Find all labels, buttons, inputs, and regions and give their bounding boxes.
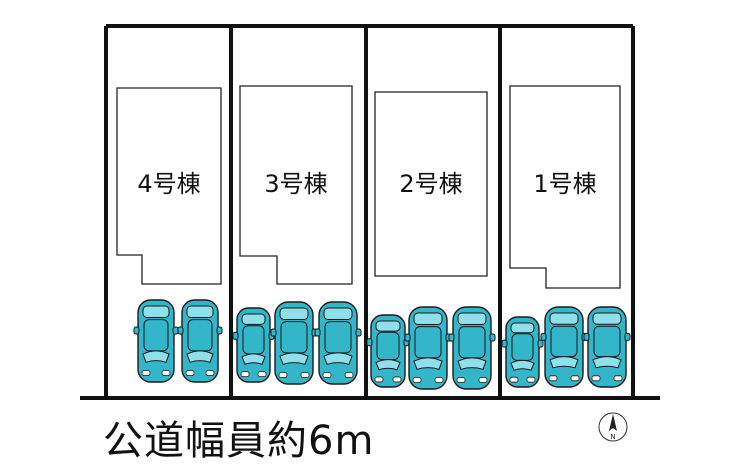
car-roof	[187, 319, 213, 352]
car-headlight-left	[374, 376, 384, 383]
building-label: 4号棟	[137, 170, 200, 198]
car-headlight-left	[185, 370, 195, 376]
building-label: 2号棟	[399, 170, 462, 198]
car-mirror-right	[172, 326, 179, 335]
car-mirror-left	[404, 333, 411, 342]
car-windshield	[549, 356, 579, 369]
car-windshield	[457, 357, 487, 370]
car-rear-window	[510, 322, 535, 334]
car-headlight-right	[434, 377, 444, 383]
car-headlight-right	[526, 376, 536, 383]
parked-car	[270, 301, 318, 385]
car-mirror-left	[448, 333, 455, 342]
car-headlight-right	[392, 376, 402, 383]
car-mirror-left	[232, 331, 239, 340]
building-label: 3号棟	[264, 170, 327, 198]
car-roof	[376, 331, 400, 361]
parked-car	[540, 306, 588, 388]
car-rear-window	[186, 305, 214, 318]
building-footprint-3	[239, 85, 353, 285]
car-roof	[593, 325, 621, 358]
car-roof	[458, 326, 486, 359]
car-rear-window	[549, 312, 579, 325]
parked-car	[448, 306, 496, 390]
car-windshield	[375, 359, 401, 371]
car-mirror-left	[501, 339, 508, 348]
car-windshield	[413, 357, 443, 370]
car-headlight-left	[509, 376, 519, 383]
parked-car	[177, 299, 223, 383]
car-mirror-right	[355, 328, 362, 337]
car-headlight-left	[591, 375, 601, 382]
car-rear-window	[375, 320, 401, 332]
parked-car	[314, 301, 362, 385]
car-headlight-left	[278, 372, 288, 378]
car-roof	[143, 319, 169, 352]
car-headlight-right	[161, 370, 171, 376]
car-headlight-right	[205, 370, 215, 376]
compass-north-label: N	[610, 433, 615, 441]
parked-car	[366, 314, 410, 388]
car-rear-window	[241, 313, 266, 325]
car-roof	[414, 326, 442, 359]
car-windshield	[186, 350, 214, 363]
car-windshield	[279, 352, 309, 365]
lot-frame	[80, 24, 660, 400]
parked-car	[232, 307, 275, 383]
car-headlight-right	[478, 377, 488, 383]
car-windshield	[592, 356, 622, 369]
building-footprints: 4号棟 3号棟 2号棟 1号棟	[116, 85, 621, 289]
parked-car	[133, 299, 179, 383]
car-headlight-right	[570, 375, 580, 382]
car-mirror-right	[489, 333, 496, 342]
building-footprint-1	[509, 85, 621, 289]
car-mirror-right	[624, 332, 631, 341]
car-roof	[550, 325, 578, 358]
parked-car	[583, 306, 631, 388]
car-mirror-left	[583, 332, 590, 341]
car-mirror-left	[540, 332, 547, 341]
car-mirror-left	[314, 328, 321, 337]
car-mirror-left	[270, 328, 277, 337]
car-rear-window	[279, 307, 309, 320]
car-windshield	[142, 350, 170, 363]
car-headlight-left	[240, 371, 250, 378]
car-roof	[242, 325, 265, 355]
car-headlight-left	[141, 370, 151, 376]
building-footprint-4	[116, 87, 222, 285]
parked-car	[404, 306, 452, 390]
car-mirror-left	[177, 326, 184, 335]
car-roof	[511, 333, 534, 361]
car-windshield	[323, 352, 353, 365]
car-windshield	[241, 353, 266, 365]
building-label: 1号棟	[533, 170, 596, 198]
car-headlight-right	[257, 371, 267, 378]
building-footprint-2	[374, 91, 488, 277]
car-roof	[324, 321, 352, 354]
car-mirror-left	[133, 326, 140, 335]
car-headlight-left	[456, 377, 466, 383]
car-mirror-right	[537, 339, 544, 348]
car-headlight-left	[548, 375, 558, 382]
car-mirror-right	[216, 326, 223, 335]
car-headlight-left	[412, 377, 422, 383]
car-headlight-right	[613, 375, 623, 382]
car-rear-window	[323, 307, 353, 320]
car-headlight-right	[300, 372, 310, 378]
car-mirror-left	[366, 338, 373, 347]
parked-car	[501, 316, 544, 388]
car-rear-window	[142, 305, 170, 318]
car-headlight-right	[344, 372, 354, 378]
car-windshield	[510, 359, 535, 371]
car-rear-window	[413, 312, 443, 325]
car-rear-window	[592, 312, 622, 325]
road-width-label: 公道幅員約6m	[103, 418, 375, 464]
car-headlight-left	[322, 372, 332, 378]
car-rear-window	[457, 312, 487, 325]
parking-cars	[133, 299, 631, 390]
car-roof	[280, 321, 308, 354]
north-arrow-icon: N	[598, 412, 628, 442]
